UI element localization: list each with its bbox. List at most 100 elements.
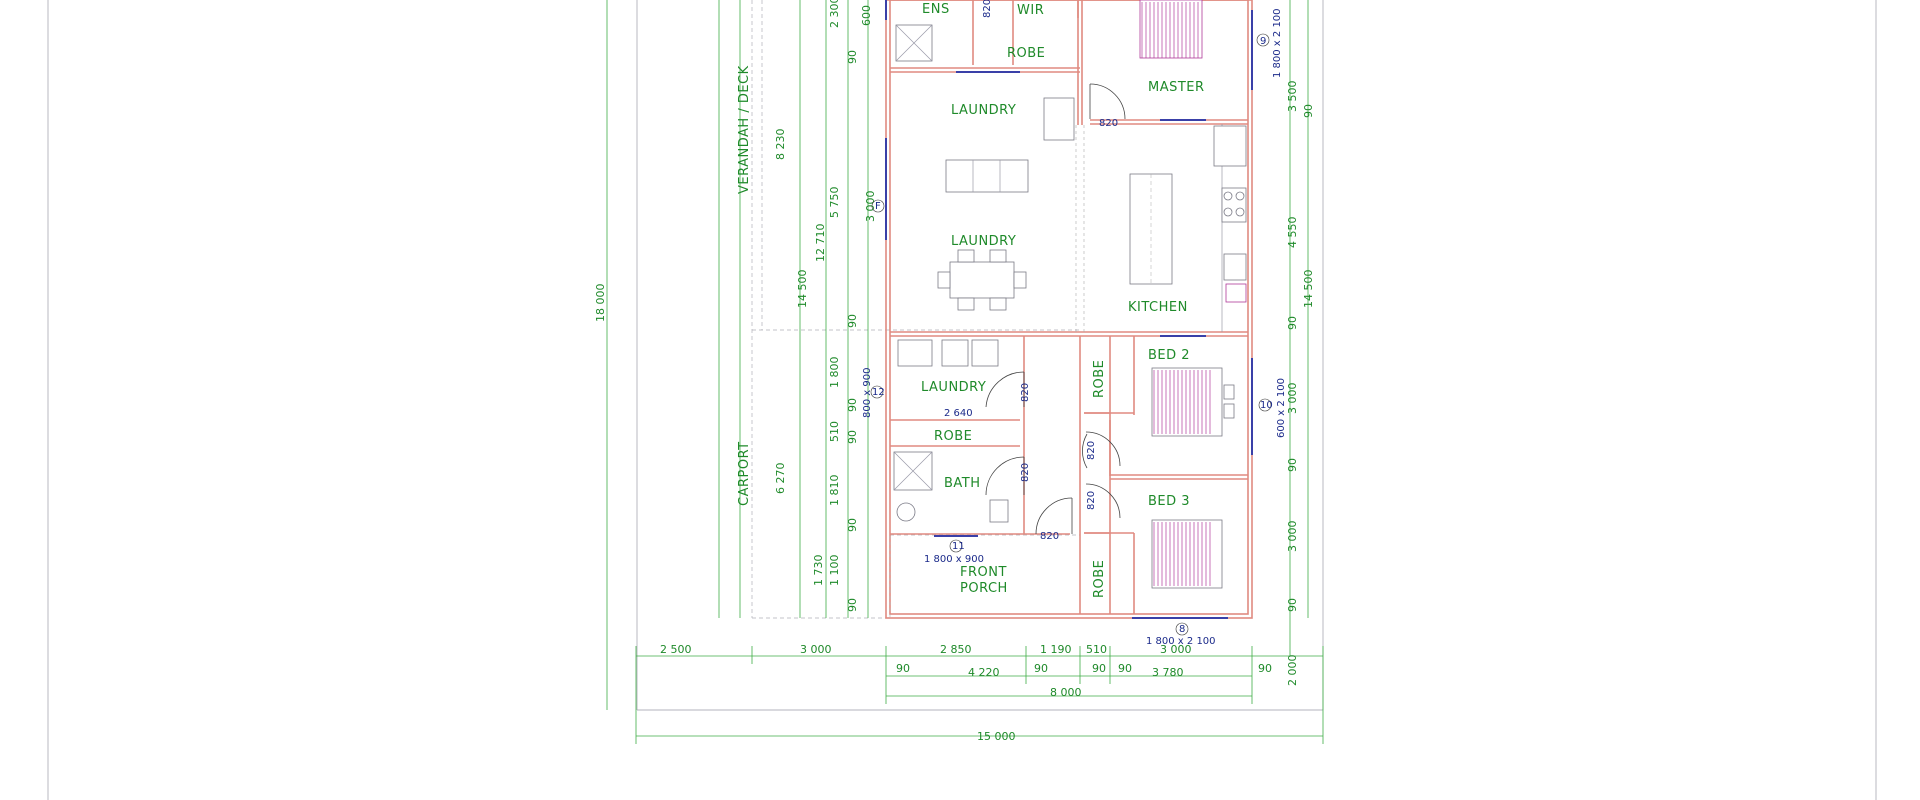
dim-2500: 2 500: [660, 643, 692, 656]
door-dim-c: 820: [1020, 463, 1031, 482]
verandah-carport-outline: [751, 0, 1080, 619]
label-bath: BATH: [944, 476, 981, 491]
window-size-bed3: 1 800 x 2 100: [1146, 636, 1216, 647]
label-bed3: BED 3: [1148, 494, 1190, 509]
right-dimensions: 3 500 4 550 14 500 3 000 3 000 90 90 90 …: [1286, 81, 1315, 613]
left-dimensions: 18 000 8 230 6 270 14 500 12 710 5 750 3…: [594, 0, 877, 612]
dim-90-right-d: 90: [1286, 598, 1299, 612]
label-ens: ENS: [922, 2, 950, 17]
window-tags: 1 800 x 2 100 9 600 x 2 100 10 1 800 x 2…: [862, 8, 1287, 647]
door-dim-a: 820: [1099, 118, 1118, 129]
window-size-laundry: 800 x 900: [862, 368, 873, 418]
label-bed2: BED 2: [1148, 348, 1190, 363]
window-tag-11-circle: [949, 539, 963, 553]
dim-90-right-a: 90: [1302, 104, 1315, 118]
door-dim-g: 820: [982, 0, 993, 18]
dim-3500: 3 500: [1286, 81, 1299, 113]
site-boundary: [636, 0, 1324, 711]
dim-90-a: 90: [896, 662, 910, 675]
dim-510: 510: [828, 421, 841, 442]
label-master: MASTER: [1148, 80, 1205, 95]
bottom-dimensions: 2 500 3 000 2 850 1 190 510 3 000 90 4 2…: [660, 643, 1299, 743]
dim-90-b: 90: [846, 314, 859, 328]
window-tag-8: 8: [1179, 624, 1185, 635]
label-wir: WIR: [1017, 3, 1044, 18]
dim-510: 510: [1086, 643, 1107, 656]
dim-4220: 4 220: [968, 666, 1000, 679]
dim-1100: 1 100: [828, 555, 841, 587]
dim-8000: 8 000: [1050, 686, 1082, 699]
label-carport: CARPORT: [737, 441, 752, 506]
window-tag-9-circle: [1256, 33, 1270, 47]
dim-18000: 18 000: [594, 284, 607, 323]
window-tag-f: F: [875, 201, 881, 212]
window-size-porch: 1 800 x 900: [924, 554, 984, 565]
label-laundry-upper: LAUNDRY: [951, 103, 1016, 118]
label-verandah: VERANDAH / DECK: [737, 65, 752, 194]
dim-90-c: 90: [1092, 662, 1106, 675]
window-tag-11: 11: [952, 541, 965, 552]
windows: [885, 0, 1253, 619]
dim-3000: 3 000: [864, 191, 877, 223]
dim-8230: 8 230: [774, 129, 787, 161]
dim-90-e: 90: [1258, 662, 1272, 675]
dim-1800: 1 800: [828, 357, 841, 389]
dim-90-f: 90: [846, 598, 859, 612]
door-dim-b: 820: [1020, 383, 1031, 402]
dim-3780: 3 780: [1152, 666, 1184, 679]
window-tag-8-circle: [1175, 622, 1189, 636]
dim-14500-right: 14 500: [1302, 270, 1315, 309]
dim-2640: 2 640: [944, 408, 973, 419]
dim-1810: 1 810: [828, 475, 841, 507]
window-size-top-right: 1 800 x 2 100: [1272, 8, 1283, 78]
door-dim-d: 820: [1040, 531, 1059, 542]
door-dim-e: 820: [1086, 441, 1097, 460]
dimension-lines: [606, 0, 1324, 744]
dim-90-right-c: 90: [1286, 458, 1299, 472]
dim-90-a: 90: [846, 50, 859, 64]
dim-3000-right-b: 3 000: [1286, 521, 1299, 553]
window-tag-f-circle: [871, 199, 885, 213]
label-front: FRONT: [960, 565, 1007, 580]
window-tag-10: 10: [1260, 400, 1273, 411]
dim-90-right-b: 90: [1286, 316, 1299, 330]
dim-3000-a: 3 000: [800, 643, 832, 656]
dim-2850: 2 850: [940, 643, 972, 656]
dim-15000: 15 000: [977, 730, 1016, 743]
window-tag-9: 9: [1260, 36, 1266, 47]
dim-2300: 2 300: [828, 0, 841, 28]
furniture: [893, 24, 1247, 523]
label-laundry-small: LAUNDRY: [921, 380, 986, 395]
door-swings: [985, 83, 1126, 535]
label-kitchen: KITCHEN: [1128, 300, 1188, 315]
beds: [1139, 0, 1235, 589]
dim-90-c: 90: [846, 398, 859, 412]
dim-14500: 14 500: [796, 270, 809, 309]
dim-90-e: 90: [846, 518, 859, 532]
label-robe-bed2: ROBE: [1092, 360, 1107, 398]
dim-90-d: 90: [846, 430, 859, 444]
room-labels: ENS WIR ROBE MASTER LAUNDRY LAUNDRY KITC…: [737, 2, 1205, 598]
dim-90-b: 90: [1034, 662, 1048, 675]
label-robe-bed3: ROBE: [1092, 560, 1107, 598]
dim-6270: 6 270: [774, 463, 787, 495]
label-porch: PORCH: [960, 581, 1008, 596]
dim-12710: 12 710: [814, 224, 827, 263]
door-dim-f: 820: [1086, 491, 1097, 510]
dim-5750: 5 750: [828, 187, 841, 219]
dim-3000-b: 3 000: [1160, 643, 1192, 656]
window-tag-12: 12: [872, 387, 885, 398]
dim-4550: 4 550: [1286, 217, 1299, 249]
window-tag-12-circle: [870, 385, 884, 399]
dim-600: 600: [860, 5, 873, 26]
label-robe-mid: ROBE: [934, 429, 972, 444]
dim-3000-right-a: 3 000: [1286, 383, 1299, 415]
dim-90-d: 90: [1118, 662, 1132, 675]
dim-1190: 1 190: [1040, 643, 1072, 656]
label-robe-top: ROBE: [1007, 46, 1045, 61]
dim-1730: 1 730: [812, 555, 825, 587]
label-laundry-lower: LAUNDRY: [951, 234, 1016, 249]
window-size-bed2: 600 x 2 100: [1276, 378, 1287, 438]
door-dimensions: 820 820 820 820 820 820 820 2 640: [944, 0, 1118, 542]
